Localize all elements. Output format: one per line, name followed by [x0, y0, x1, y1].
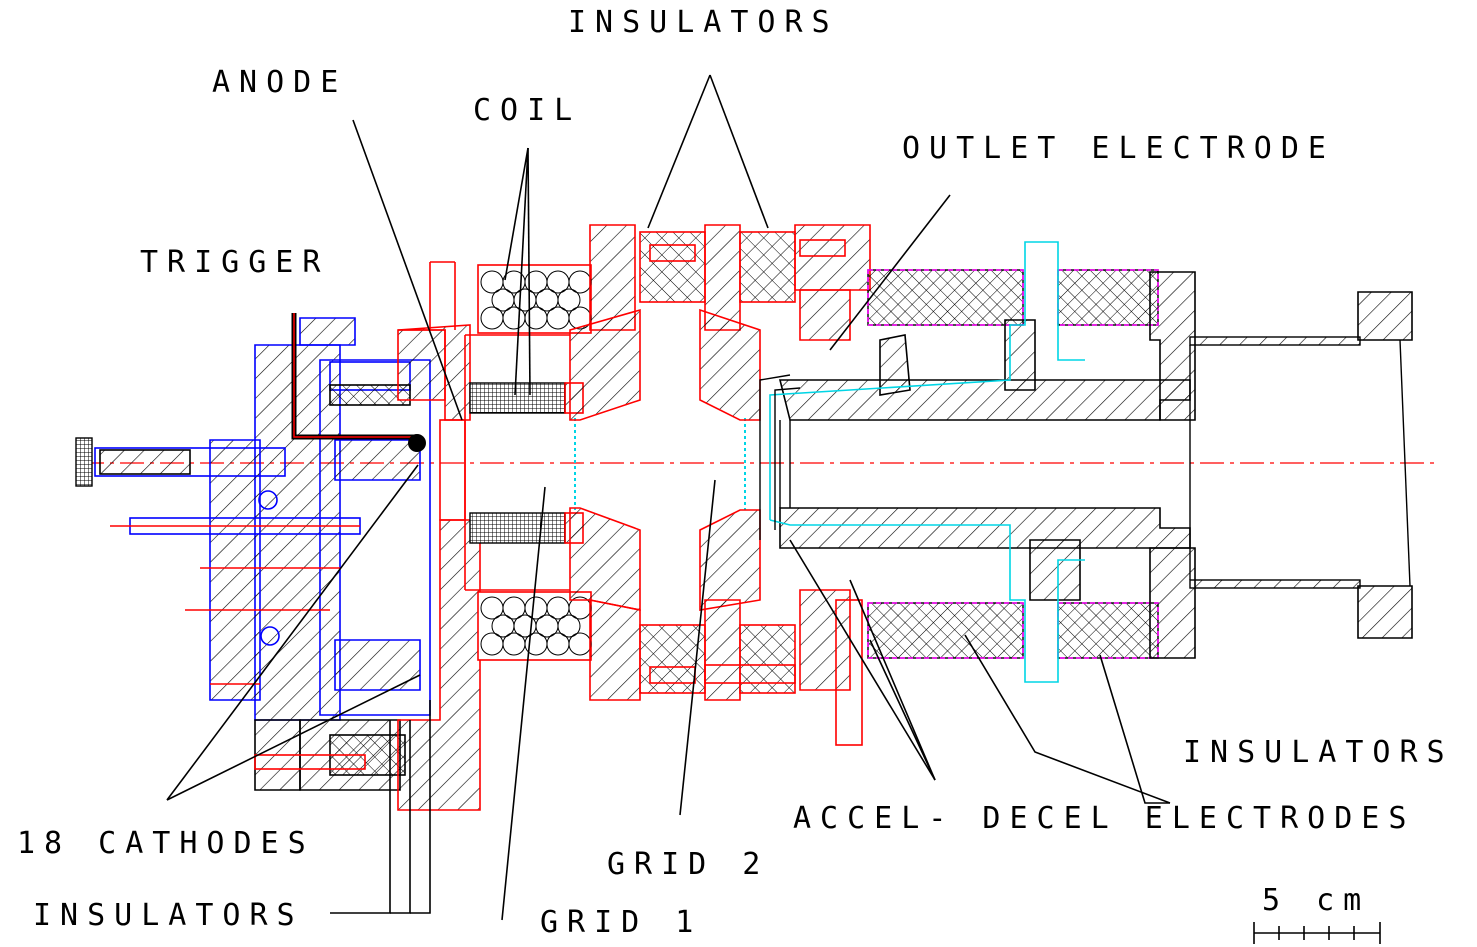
gas-feed-pipe: [835, 599, 863, 746]
cathode-assembly: [75, 317, 431, 791]
label-insulators-right: INSULATORS: [1183, 735, 1454, 770]
leader-lines: [166, 74, 1171, 921]
label-grid-1: GRID 1: [540, 905, 702, 940]
coil-assembly: [464, 264, 592, 661]
label-insulators-bottom: INSULATORS: [33, 898, 304, 933]
label-coil: COIL: [473, 93, 581, 128]
label-insulators-top: INSULATORS: [568, 5, 839, 40]
coil-top-windings: [480, 270, 592, 330]
label-anode: ANODE: [212, 65, 347, 100]
label-grid-2: GRID 2: [607, 847, 769, 882]
accel-decel-electrodes: [759, 241, 1085, 683]
chamber-insulators: [639, 231, 846, 694]
anode-flange: [397, 261, 481, 811]
label-cathodes: 18 CATHODES: [17, 826, 315, 861]
label-outlet-electrode: OUTLET ELECTRODE: [902, 131, 1335, 166]
extraction-housing: [778, 271, 1413, 659]
coil-bottom-windings: [480, 596, 592, 656]
discharge-chamber: [569, 224, 871, 701]
trigger-wire: [291, 313, 426, 452]
scale-bar: [1253, 922, 1381, 944]
outlet-insulators: [867, 269, 1159, 659]
label-scale: 5 cm: [1262, 883, 1370, 918]
label-trigger: TRIGGER: [140, 245, 329, 280]
label-accel-decel: ACCEL- DECEL ELECTRODES: [793, 801, 1415, 836]
